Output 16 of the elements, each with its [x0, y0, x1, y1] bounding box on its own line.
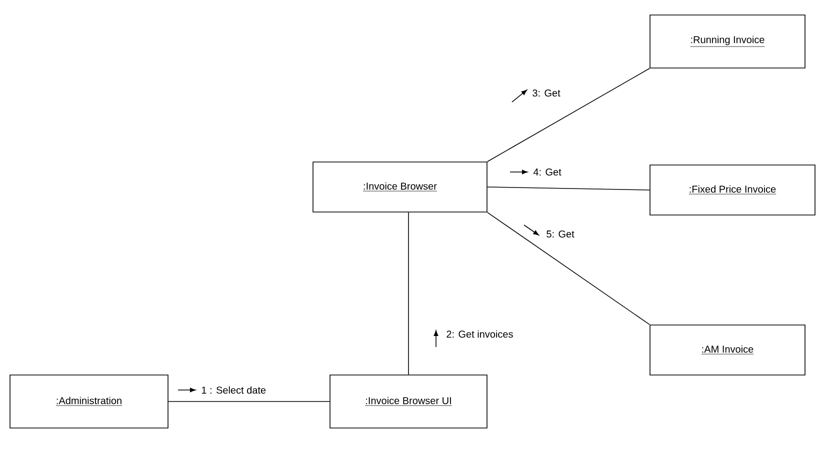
connector [168, 401, 330, 402]
message-label: 2: Get invoices [446, 330, 513, 338]
object-box: :Invoice Browser [312, 162, 488, 212]
object-box: :Invoice Browser UI [330, 374, 488, 428]
object-box: :AM Invoice [650, 324, 806, 376]
message-label: 5: Get [546, 230, 574, 238]
object-box: :Fixed Price Invoice [650, 164, 816, 216]
message-label: 3: Get [532, 89, 560, 97]
connector [487, 186, 650, 190]
connector [408, 212, 409, 375]
object-box: :Running Invoice [650, 14, 806, 68]
message-label: 4: Get [533, 168, 562, 176]
message-label: 1 : Select date [202, 386, 266, 394]
connector [487, 212, 650, 325]
connector [487, 68, 650, 162]
object-box: :Administration [10, 374, 168, 428]
